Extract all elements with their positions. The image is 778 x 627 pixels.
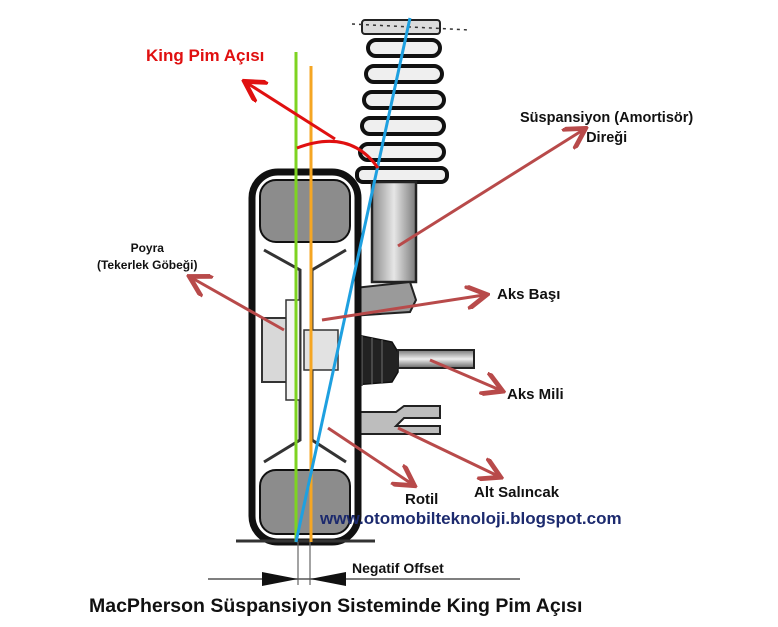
negative-offset-dimension (208, 542, 520, 586)
strut-arrow (397, 130, 583, 248)
wheel (248, 168, 362, 546)
knuckle-arrow (321, 295, 484, 322)
axle-shaft (397, 349, 475, 369)
axle-shaft-label: Aks Mili (507, 386, 564, 403)
lower-arm-arrow (397, 426, 498, 476)
watermark-url: www.otomobilteknoloji.blogspot.com (320, 509, 622, 528)
hub-label: Poyra (Tekerlek Göbeği) (97, 240, 197, 274)
hub-label-line2: (Tekerlek Göbeği) (97, 258, 198, 272)
hub-label-line1: Poyra (130, 241, 164, 255)
king-pin-angle-arc (296, 139, 380, 169)
strut-label-line1: Süspansiyon (Amortisör) (520, 110, 694, 126)
king-pin-arrow (247, 83, 336, 141)
ball-joint-label: Rotil (405, 491, 439, 508)
knuckle-label: Aks Başı (497, 286, 561, 303)
lower-arm-label: Alt Salıncak (474, 484, 560, 501)
strut-body (370, 180, 418, 284)
diagram-title: MacPherson Süspansiyon Sisteminde King P… (89, 595, 583, 617)
strut-label: Süspansiyon (Amortisör) Direği (520, 108, 693, 148)
steering-axis-line (294, 17, 412, 543)
king-pin-angle-label: King Pim Açısı (146, 46, 265, 65)
axle-shaft-arrow (429, 358, 500, 390)
spring-top-mount (351, 19, 471, 35)
ball-joint-arrow (327, 426, 412, 484)
hub-arrow (192, 278, 285, 332)
negative-offset-label: Negatif Offset (352, 560, 444, 576)
strut-label-line2: Direği (586, 130, 628, 146)
